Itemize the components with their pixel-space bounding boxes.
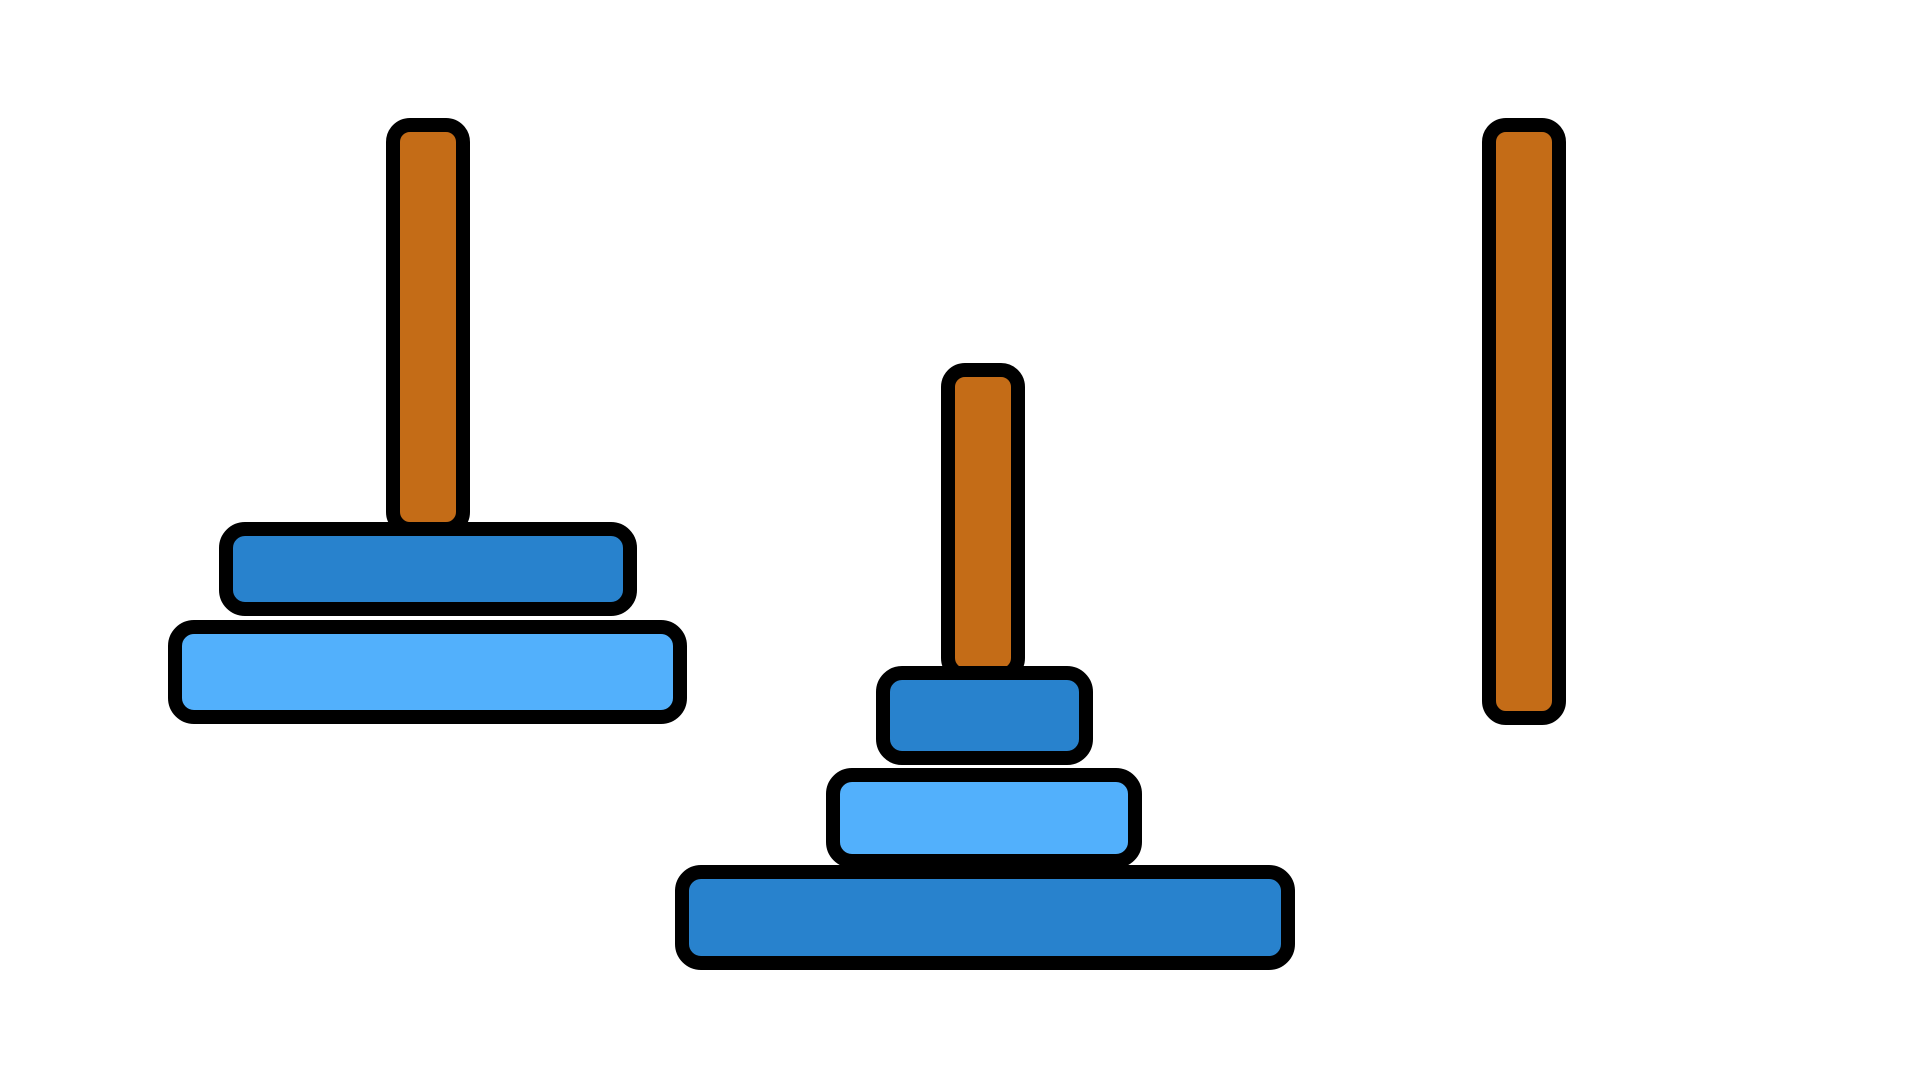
- peg-right[interactable]: [1482, 118, 1566, 725]
- peg-left[interactable]: [386, 118, 470, 536]
- disk-left-2[interactable]: [219, 522, 637, 616]
- disk-middle-2[interactable]: [826, 768, 1142, 868]
- disk-middle-1[interactable]: [876, 666, 1093, 765]
- disk-left-3[interactable]: [168, 620, 687, 724]
- peg-middle[interactable]: [941, 363, 1025, 682]
- disk-middle-4[interactable]: [675, 865, 1295, 970]
